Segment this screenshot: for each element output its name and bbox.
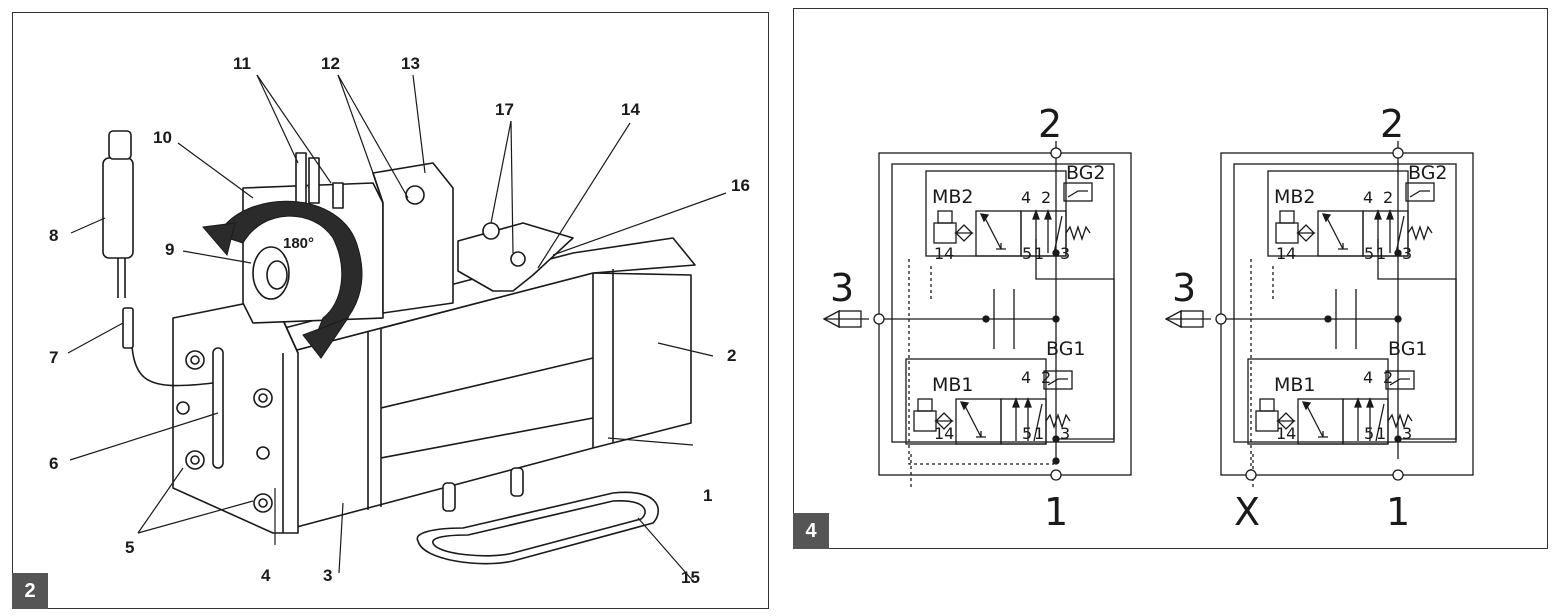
solenoid-label-mb1: MB1 xyxy=(1274,374,1316,396)
port-num: 4 xyxy=(1363,188,1373,207)
port-2-label: 2 xyxy=(1038,102,1062,146)
figure-2-panel: 180° 1 2 3 4 xyxy=(12,12,769,609)
callout-6: 6 xyxy=(49,454,58,473)
port-num: 5 xyxy=(1364,424,1374,443)
port-num: 14 xyxy=(1276,424,1296,443)
port-num: 5 xyxy=(1022,244,1032,263)
callout-8: 8 xyxy=(49,226,58,245)
callout-4: 4 xyxy=(261,566,271,585)
callout-10: 10 xyxy=(153,128,172,147)
circuit-diagrams: 2 3 1 MB2 BG2 MB1 BG1 4 2 14 5 1 3 4 2 1… xyxy=(822,102,1474,534)
solenoid-label-mb1: MB1 xyxy=(932,374,974,396)
callout-13: 13 xyxy=(401,54,420,73)
sensor-label-bg2: BG2 xyxy=(1066,162,1106,184)
solenoid-label-mb2: MB2 xyxy=(1274,186,1316,208)
port-num: 3 xyxy=(1060,424,1070,443)
port-num: 3 xyxy=(1402,424,1412,443)
solenoid-label-mb2: MB2 xyxy=(932,186,974,208)
callout-11: 11 xyxy=(233,54,251,73)
figure-4-panel: 2 3 1 MB2 BG2 MB1 BG1 4 2 14 5 1 3 4 2 1… xyxy=(793,8,1548,549)
callout-1: 1 xyxy=(703,486,712,505)
callout-9: 9 xyxy=(165,240,174,259)
port-num: 1 xyxy=(1034,424,1044,443)
callout-17: 17 xyxy=(495,100,514,119)
sensor-label-bg1: BG1 xyxy=(1388,338,1428,360)
port-num: 3 xyxy=(1402,244,1412,263)
rotation-label: 180° xyxy=(283,235,314,252)
sensor-label-bg2: BG2 xyxy=(1408,162,1448,184)
port-num: 2 xyxy=(1383,368,1393,387)
port-num: 2 xyxy=(1041,368,1051,387)
callout-15: 15 xyxy=(681,568,700,587)
port-num: 4 xyxy=(1363,368,1373,387)
sensor-plug xyxy=(102,157,134,259)
port-num: 5 xyxy=(1364,244,1374,263)
rotation-arrow xyxy=(202,200,363,359)
callout-12: 12 xyxy=(321,54,340,73)
port-3-label: 3 xyxy=(1172,266,1196,310)
port-1-label: 1 xyxy=(1386,490,1410,534)
port-num: 14 xyxy=(934,424,954,443)
sensor-label-bg1: BG1 xyxy=(1046,338,1086,360)
figure-number-badge: 2 xyxy=(12,573,48,609)
port-num: 1 xyxy=(1376,424,1386,443)
port-x-label: X xyxy=(1234,490,1260,534)
callout-2: 2 xyxy=(727,346,736,365)
figure-number-badge: 4 xyxy=(793,513,829,549)
gasket xyxy=(416,491,660,565)
port-num: 14 xyxy=(934,244,954,263)
callout-5: 5 xyxy=(125,538,134,557)
port-num: 4 xyxy=(1021,368,1031,387)
port-2-label: 2 xyxy=(1380,102,1404,146)
port-3-label: 3 xyxy=(830,266,854,310)
port-num: 1 xyxy=(1376,244,1386,263)
port-num: 14 xyxy=(1276,244,1296,263)
port-1-label: 1 xyxy=(1044,490,1068,534)
leader-lines xyxy=(67,74,727,582)
circuit-right: 2 3 X 1 MB2 BG2 MB1 BG1 4 2 14 5 1 3 4 2… xyxy=(1164,102,1474,534)
port-num: 2 xyxy=(1383,188,1393,207)
callout-16: 16 xyxy=(731,176,750,195)
port-num: 3 xyxy=(1060,244,1070,263)
callout-3: 3 xyxy=(323,566,332,585)
port-num: 5 xyxy=(1022,424,1032,443)
callout-14: 14 xyxy=(621,100,640,119)
port-num: 4 xyxy=(1021,188,1031,207)
end-plate xyxy=(172,297,299,534)
port-num: 1 xyxy=(1034,244,1044,263)
circuit-left: 2 3 1 MB2 BG2 MB1 BG1 4 2 14 5 1 3 4 2 1… xyxy=(822,102,1132,534)
valve-drawing: 180° 1 2 3 4 xyxy=(49,54,750,587)
port-num: 2 xyxy=(1041,188,1051,207)
callout-7: 7 xyxy=(49,348,58,367)
